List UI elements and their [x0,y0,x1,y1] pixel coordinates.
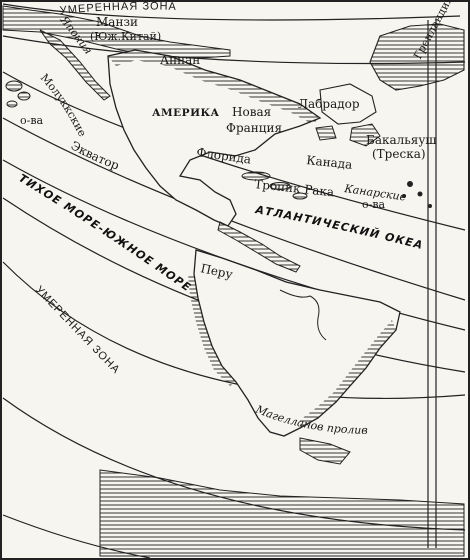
label-new-france-1: Новая [232,105,271,119]
river [279,289,327,341]
label-new-france-2: Франция [226,121,282,135]
japan-landmass [39,29,111,101]
labrador-peninsula [319,83,377,125]
label-america: АМЕРИКА [152,107,220,119]
parallel-line [2,3,461,21]
label-moluccas-2: о-ва [20,114,44,127]
canary-islands [402,181,432,208]
label-bacalhau-2: (Треска) [372,147,426,161]
label-bacalhau-1: Бакальяуш [366,133,437,147]
parallel-line [2,261,466,400]
label-moluccas: Молуккские [38,71,89,139]
label-canary-2: о-ва [362,198,386,211]
caribbean-islands [241,171,308,200]
label-mangi: Манзи [96,15,138,29]
label-annan: Аннан [160,53,200,67]
label-canada: Канада [306,153,353,172]
label-zone-south: УМЕРЕННАЯ ЗОНА [33,284,122,377]
southern-landmass [99,469,465,557]
asia-coast [2,5,231,59]
label-peru: Перу [199,261,234,281]
label-south-china: (Юж.Китай) [90,30,161,43]
greenland-landmass [369,23,465,91]
central-america [217,221,301,273]
label-labrador: Лабрадор [298,97,360,111]
bacalhau-islands [315,123,381,147]
tierra-del-fuego [299,437,351,465]
moluccas-islands [5,80,31,108]
